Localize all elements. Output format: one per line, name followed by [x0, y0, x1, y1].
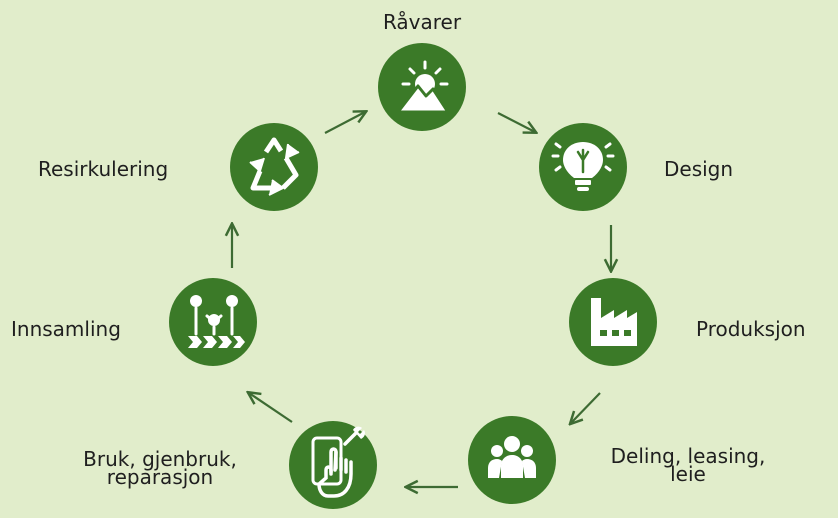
stage-label-recycling: Resirkulering [38, 157, 169, 181]
stage-node-raw-materials [378, 43, 466, 131]
stage-label-use: Bruk, gjenbruk, reparasjon [62, 448, 258, 488]
stage-node-recycling [230, 123, 318, 211]
tablet-wrench-hand-icon [311, 426, 365, 498]
arrow-recycling-to-raw [324, 112, 365, 134]
stage-node-use [289, 421, 377, 509]
arrow-production-to-sharing [571, 392, 601, 423]
stage-label-raw-materials: Råvarer [382, 10, 462, 34]
stage-label-sharing-line2: leie [670, 462, 706, 486]
stage-label-use-line1: Bruk, gjenbruk, [83, 447, 237, 471]
stage-label-sharing: Deling, leasing, leie [590, 445, 786, 485]
stage-label-design: Design [664, 157, 734, 181]
stage-node-collection [169, 278, 257, 366]
stage-node-sharing [468, 416, 556, 504]
stage-node-design [539, 123, 627, 211]
arrow-raw-to-design [497, 112, 535, 132]
flow-arrows [232, 112, 611, 487]
people-group-icon [488, 436, 536, 478]
arrow-use-to-collection [249, 393, 293, 423]
factory-icon [591, 298, 637, 346]
collection-plants-icon [188, 295, 245, 348]
stage-node-production [569, 278, 657, 366]
stage-label-production: Produksjon [696, 317, 806, 341]
lightbulb-icon [551, 142, 615, 191]
mountain-sun-icon [396, 60, 450, 114]
stage-label-use-line2: reparasjon [106, 465, 214, 489]
stage-label-sharing-line1: Deling, leasing, [610, 444, 766, 468]
recycle-icon [249, 137, 300, 196]
stage-label-collection: Innsamling [11, 317, 121, 341]
